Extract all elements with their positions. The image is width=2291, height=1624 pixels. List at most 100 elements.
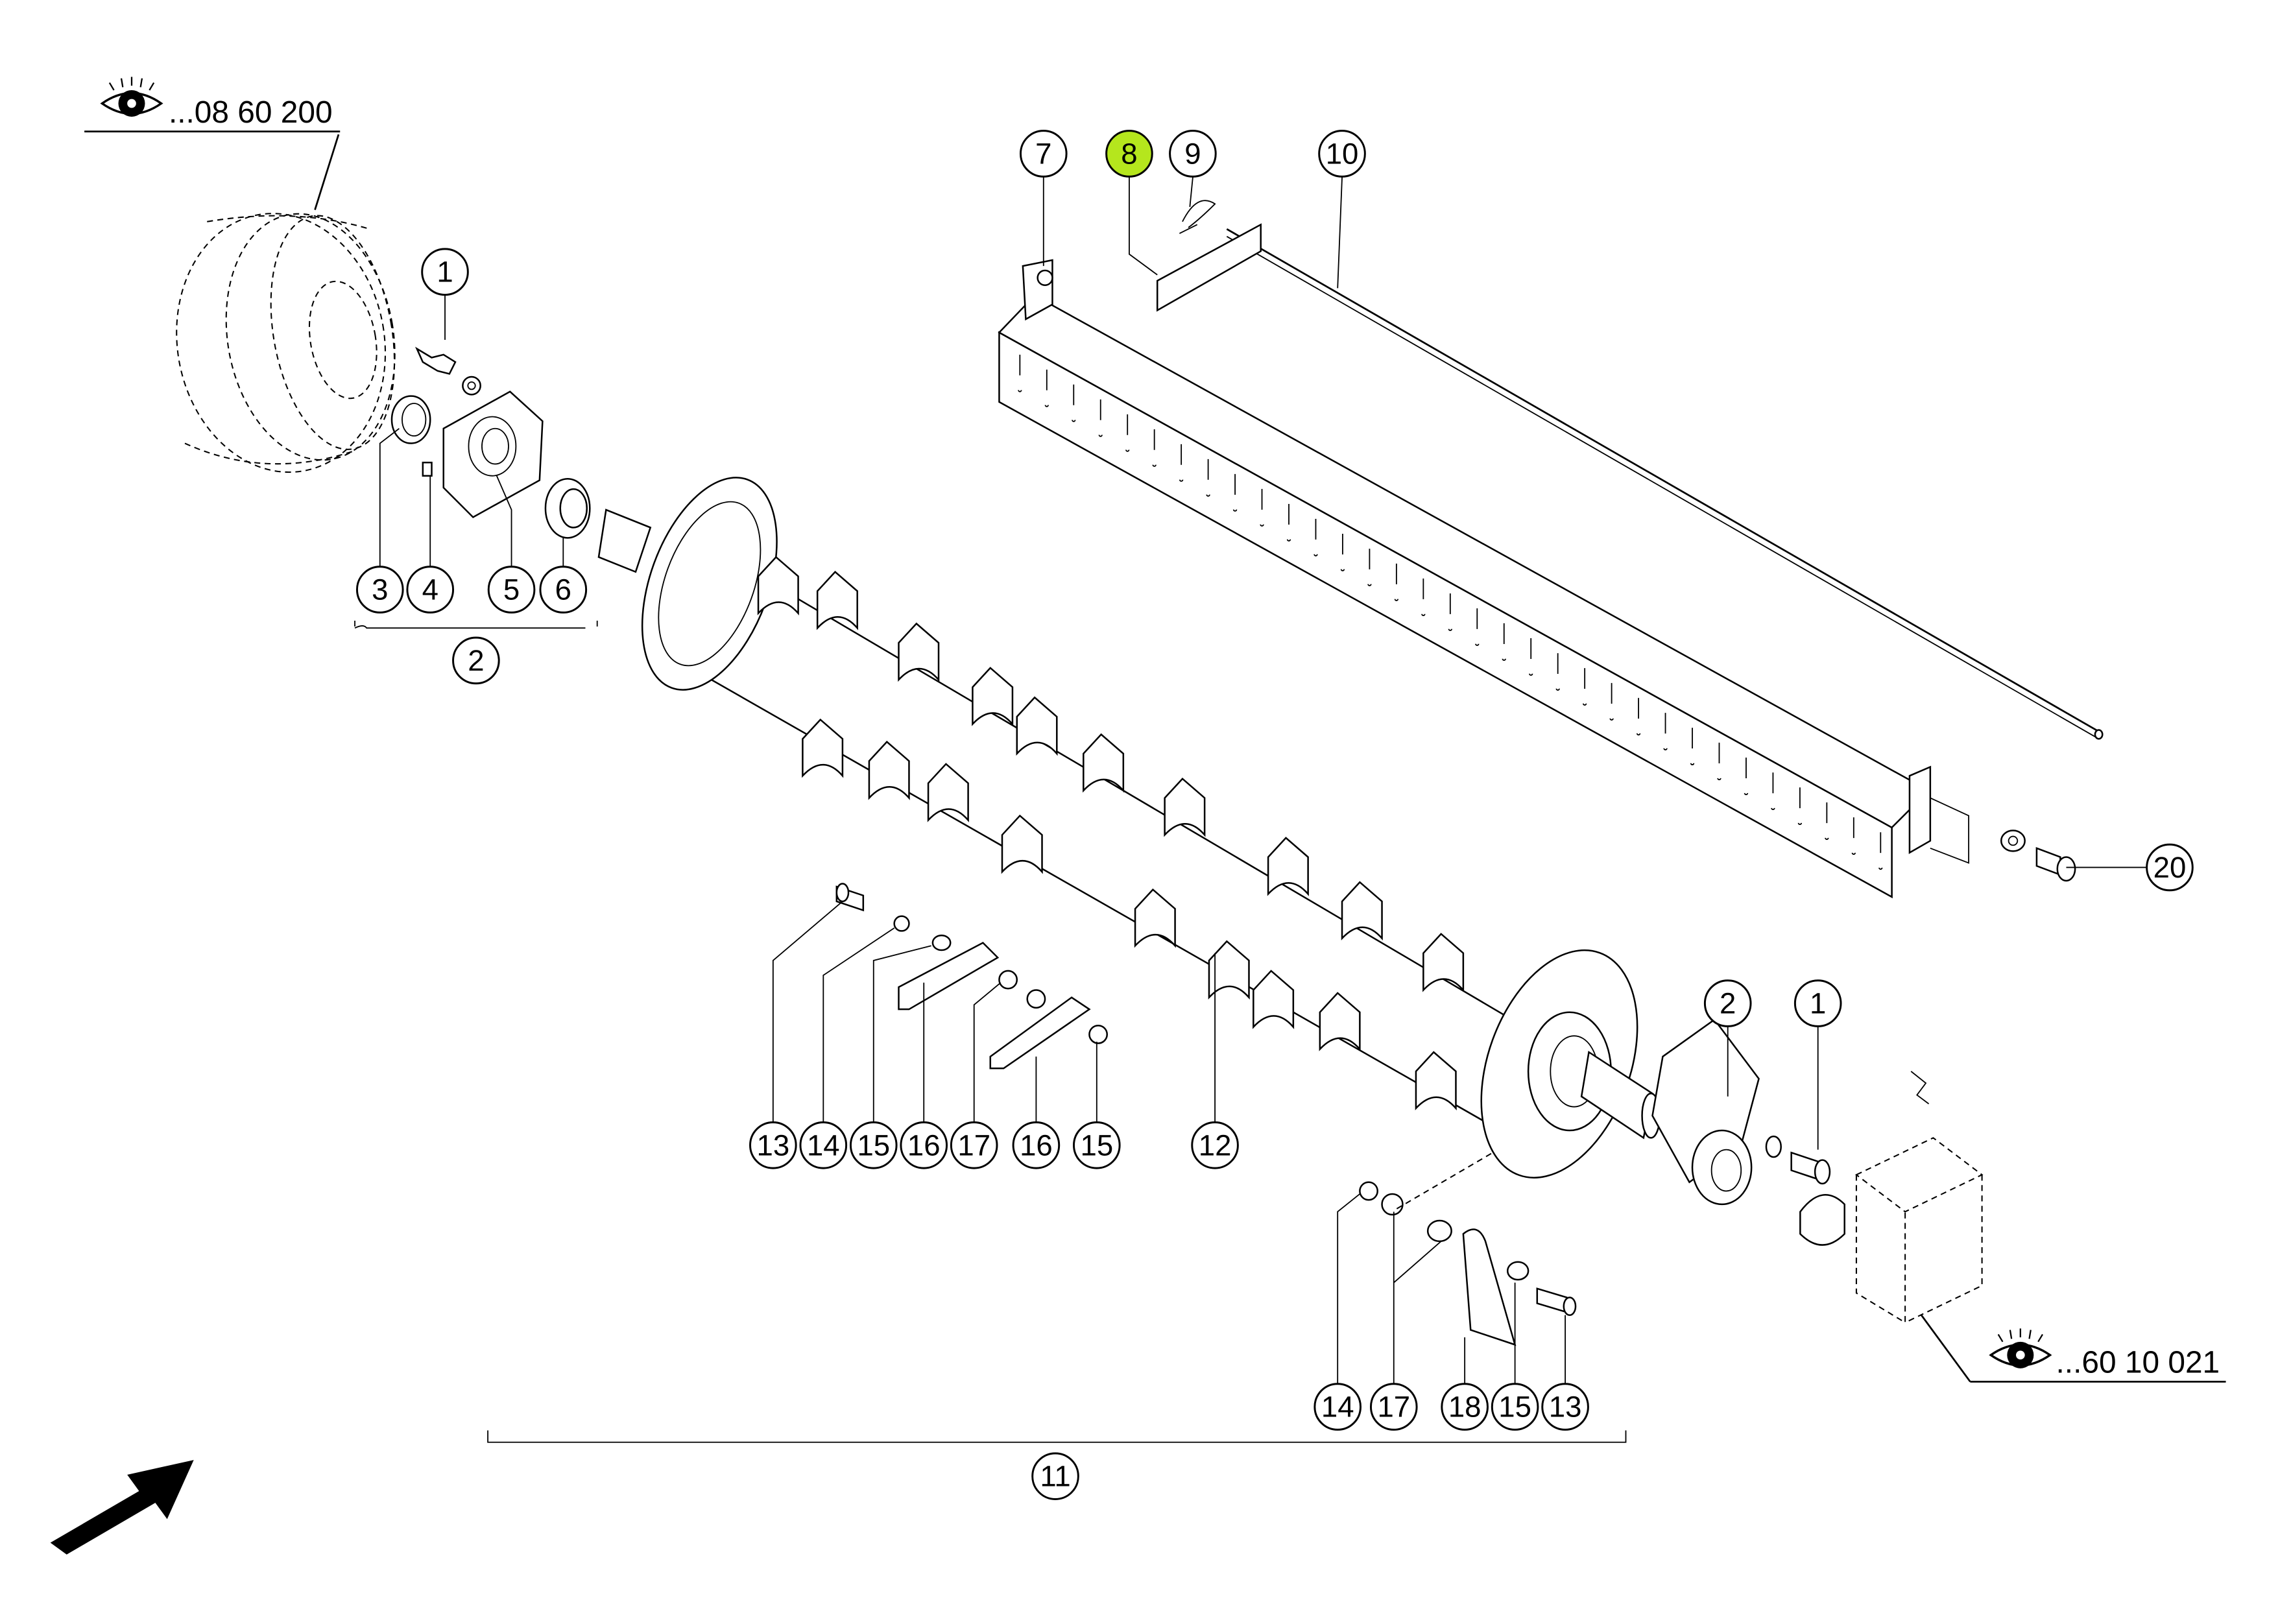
deflector-slot: [1851, 817, 1856, 855]
deflector-slot: [1582, 668, 1587, 706]
right-bearing-assembly: [1651, 1018, 1845, 1246]
callout-label: 5: [503, 573, 520, 606]
rotor-paddle: [1083, 733, 1125, 793]
callout-15[interactable]: 15: [1491, 1383, 1539, 1431]
callout-17[interactable]: 17: [950, 1121, 998, 1169]
reference-label: ...08 60 200: [169, 95, 333, 130]
deflector-slot: [1152, 429, 1157, 467]
deflector-slot: [1098, 399, 1103, 437]
callout-label: 1: [1810, 987, 1826, 1020]
deflector-slot: [1717, 743, 1721, 780]
rotor-paddle: [1134, 888, 1176, 948]
callout-1[interactable]: 1: [421, 248, 469, 296]
callout-3[interactable]: 3: [355, 566, 404, 614]
callout-18[interactable]: 18: [1441, 1383, 1489, 1431]
rotor-paddle: [1253, 970, 1295, 1029]
rotor-paddle: [1415, 1051, 1457, 1111]
callout-9[interactable]: 9: [1169, 130, 1217, 178]
callout-label: 8: [1121, 137, 1137, 170]
callout-label: 20: [2153, 851, 2187, 884]
left-bearing-assembly: [390, 346, 591, 539]
callout-label: 16: [1020, 1128, 1053, 1162]
callout-4[interactable]: 4: [406, 566, 455, 614]
callout-label: 1: [437, 256, 453, 289]
deflector-slot: [1609, 683, 1614, 721]
deflector-slot: [1072, 384, 1076, 422]
rotor-paddle: [1001, 814, 1043, 874]
callout-7[interactable]: 7: [1019, 130, 1068, 178]
deflector-slot: [1771, 772, 1775, 811]
callout-16[interactable]: 16: [1012, 1121, 1061, 1169]
callout-17[interactable]: 17: [1369, 1383, 1418, 1431]
callout-label: 9: [1184, 137, 1201, 170]
rotor-paddle: [1341, 881, 1383, 941]
callout-label: 14: [807, 1128, 840, 1162]
deflector-slot: [1179, 444, 1184, 482]
callout-15[interactable]: 15: [1073, 1121, 1121, 1169]
rotor-paddle: [927, 763, 969, 822]
deflector-slot: [1475, 608, 1480, 646]
rod-and-plate: [1156, 200, 2104, 740]
callout-11[interactable]: 11: [1031, 1452, 1079, 1500]
rotor-paddle: [868, 741, 910, 800]
callout-label: 18: [1448, 1391, 1481, 1424]
callout-15[interactable]: 15: [849, 1121, 898, 1169]
deflector-slot: [1797, 787, 1803, 826]
callout-label: 16: [907, 1128, 941, 1162]
rotor-paddle: [802, 718, 844, 778]
callout-10[interactable]: 10: [1318, 130, 1366, 178]
callout-2[interactable]: 2: [1703, 979, 1752, 1027]
fan-drum-reference: [176, 213, 396, 473]
reference-link-08-60-200[interactable]: ...08 60 200: [84, 77, 341, 210]
deflector-slot: [1502, 623, 1506, 661]
deflector-slot: [1260, 488, 1264, 527]
callout-label: 15: [1080, 1128, 1113, 1162]
eye-icon: [1989, 1328, 2052, 1368]
deflector-slot: [1313, 518, 1318, 556]
callout-label: 13: [1549, 1391, 1582, 1424]
deflector-slot: [1286, 503, 1291, 542]
callout-label: 13: [756, 1128, 789, 1162]
rotor-paddle: [816, 571, 858, 630]
callout-16[interactable]: 16: [900, 1121, 948, 1169]
rotor-paddle: [1164, 777, 1206, 837]
callout-label: 15: [857, 1128, 890, 1162]
callout-label: 7: [1035, 137, 1051, 170]
eye-icon: [100, 77, 163, 117]
reference-link-60-10-021[interactable]: ...60 10 021: [1921, 1314, 2226, 1383]
rotor-paddle: [757, 556, 799, 615]
callout-8[interactable]: 8: [1105, 130, 1153, 178]
callout-label: 12: [1199, 1128, 1232, 1162]
deflector-slot: [1448, 593, 1453, 631]
rotor-paddle: [972, 667, 1014, 726]
deflector-slot: [1825, 802, 1829, 841]
reference-label: ...60 10 021: [2056, 1346, 2220, 1380]
rotor-paddle: [1267, 837, 1309, 896]
deflector-bar: [998, 259, 1969, 899]
callout-14[interactable]: 14: [1313, 1383, 1361, 1431]
callout-label: 2: [468, 644, 484, 677]
bolt-and-washer: [2000, 830, 2076, 882]
rotor-paddle: [1319, 992, 1361, 1052]
callout-1[interactable]: 1: [1793, 979, 1842, 1027]
callout-5[interactable]: 5: [487, 566, 536, 614]
deflector-slot: [1232, 473, 1238, 512]
deflector-slot: [1394, 563, 1399, 601]
deflector-slot: [1690, 728, 1695, 765]
callout-6[interactable]: 6: [539, 566, 588, 614]
callout-14[interactable]: 14: [799, 1121, 848, 1169]
callout-label: 17: [957, 1128, 990, 1162]
deflector-slot: [1044, 369, 1049, 407]
callout-13[interactable]: 13: [749, 1121, 797, 1169]
callout-20[interactable]: 20: [2146, 843, 2194, 892]
callout-label: 11: [1040, 1460, 1070, 1493]
knife-parts-middle: [835, 883, 1109, 1069]
callout-label: 6: [555, 573, 571, 606]
callout-label: 10: [1326, 137, 1359, 170]
callout-13[interactable]: 13: [1541, 1383, 1589, 1431]
callout-12[interactable]: 12: [1191, 1121, 1239, 1169]
callout-2[interactable]: 2: [452, 636, 500, 685]
deflector-slot: [1421, 579, 1426, 616]
deflector-slot: [1529, 638, 1533, 676]
